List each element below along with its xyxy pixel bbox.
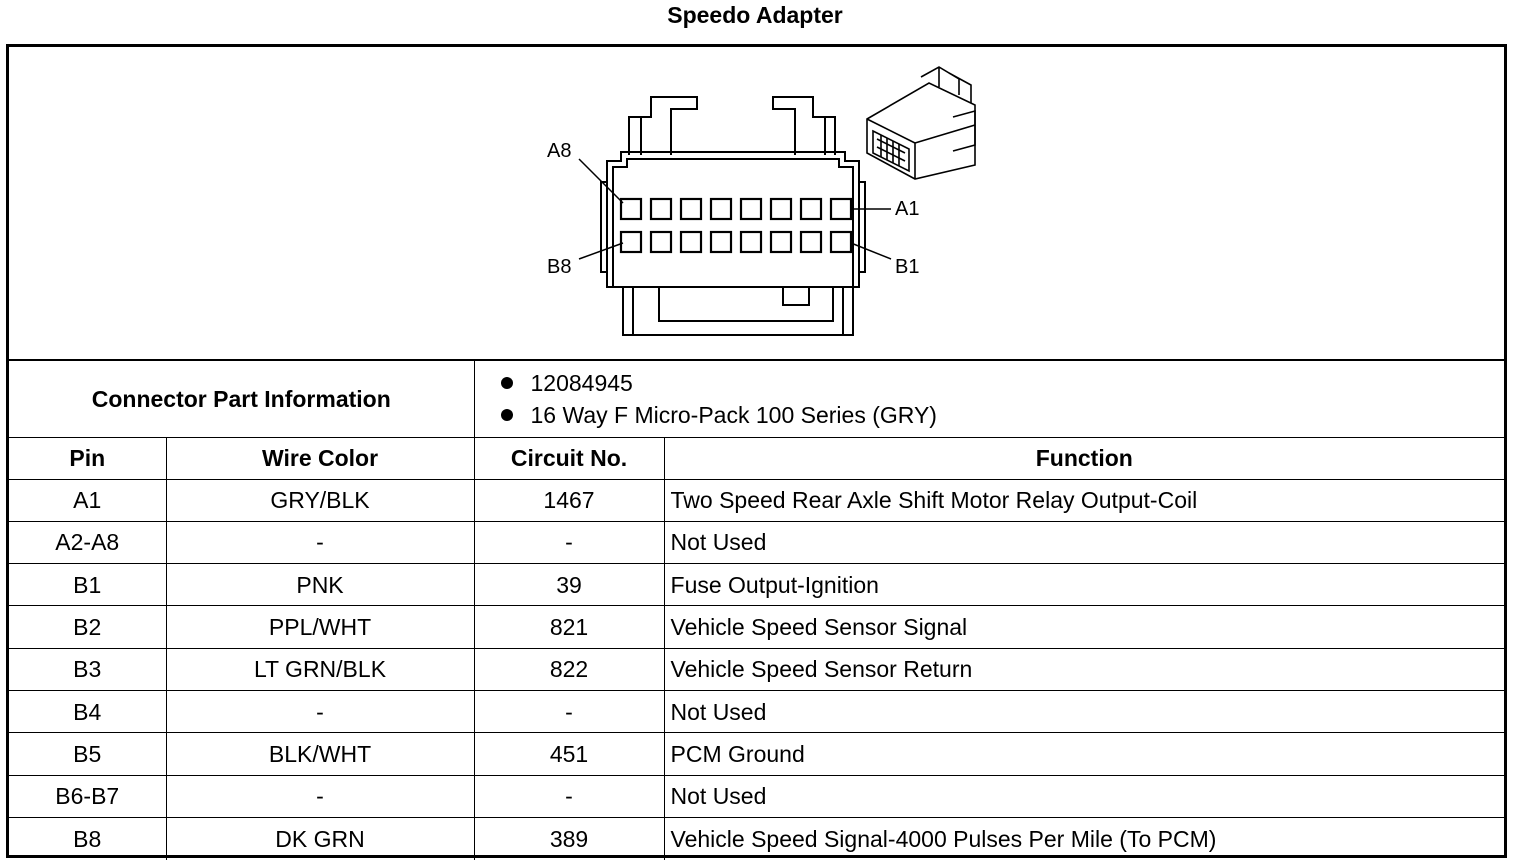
wire-color-cell: GRY/BLK [166, 479, 475, 522]
connector-info-label: Connector Part Information [9, 361, 475, 438]
connector-info-cell: 12084945 16 Way F Micro-Pack 100 Series … [474, 361, 1505, 438]
pin-cell: B4 [9, 690, 167, 734]
table-row: A2-A8 - - Not Used [9, 521, 1505, 565]
wire-color-cell: - [166, 775, 475, 818]
header-pin: Pin [9, 437, 167, 480]
circuit-cell: 1467 [474, 479, 665, 522]
table-row: B2 PPL/WHT 821 Vehicle Speed Sensor Sign… [9, 605, 1505, 649]
pin-cell: B5 [9, 732, 167, 776]
table-row: B6-B7 - - Not Used [9, 775, 1505, 818]
header-function: Function [664, 437, 1505, 480]
connector-latches [628, 96, 836, 155]
connector-isometric-illustration [866, 66, 976, 180]
header-circuit-no: Circuit No. [474, 437, 665, 480]
connector-sheet: A8 A1 B8 B1 Connector Part Informatio [6, 44, 1507, 860]
pin-cell: A2-A8 [9, 521, 167, 565]
circuit-cell: 451 [474, 732, 665, 776]
connector-description: 16 Way F Micro-Pack 100 Series (GRY) [499, 399, 1505, 431]
function-cell: Vehicle Speed Sensor Return [664, 648, 1505, 691]
function-cell: Vehicle Speed Signal-4000 Pulses Per Mil… [670, 825, 1217, 852]
wire-color-cell: PPL/WHT [166, 605, 475, 649]
connector-info-list: 12084945 16 Way F Micro-Pack 100 Series … [475, 367, 1505, 431]
wire-color-cell: BLK/WHT [166, 732, 475, 776]
pin-label-b8: B8 [547, 256, 571, 278]
pin-cell: B8 [9, 817, 167, 860]
pin-cell: B6-B7 [9, 775, 167, 818]
function-cell: Two Speed Rear Axle Shift Motor Relay Ou… [664, 479, 1505, 522]
table-row: B8 DK GRN 389 Vehicle Speed Signal-4000 … [9, 817, 1504, 860]
table-row: A1 GRY/BLK 1467 Two Speed Rear Axle Shif… [9, 479, 1505, 522]
table-row: B1 PNK 39 Fuse Output-Ignition [9, 563, 1505, 607]
function-cell: PCM Ground [664, 732, 1505, 776]
connector-face-diagram: A8 A1 B8 B1 [547, 66, 976, 336]
pin-cell: B1 [9, 563, 167, 607]
connector-body [600, 151, 866, 336]
connector-info-row: Connector Part Information 12084945 16 W… [9, 361, 1505, 438]
circuit-cell: 822 [474, 648, 665, 691]
function-cell: Not Used [664, 521, 1505, 565]
wire-color-cell: PNK [166, 563, 475, 607]
table-header-row: Pin Wire Color Circuit No. Function [9, 437, 1505, 480]
circuit-cell: - [474, 690, 665, 734]
circuit-cell: 389 [474, 817, 665, 860]
pin-cell: B3 [9, 648, 167, 691]
pin-cell: A1 [9, 479, 167, 522]
pin-label-b1: B1 [895, 256, 919, 278]
circuit-cell: - [474, 521, 665, 565]
circuit-cell: 821 [474, 605, 665, 649]
pin-leader-lines [578, 158, 892, 260]
pin-label-a1: A1 [895, 198, 919, 220]
circuit-cell: - [474, 775, 665, 818]
connector-part-number: 12084945 [499, 367, 1505, 399]
pin-cavities [619, 197, 853, 254]
connector-diagram-area: A8 A1 B8 B1 [9, 47, 1504, 361]
wire-color-cell: - [166, 521, 475, 565]
table-row: B4 - - Not Used [9, 690, 1505, 734]
function-cell: Not Used [664, 775, 1505, 818]
function-cell: Not Used [664, 690, 1505, 734]
header-wire-color: Wire Color [166, 437, 475, 480]
wire-color-cell: - [166, 690, 475, 734]
table-row: B3 LT GRN/BLK 822 Vehicle Speed Sensor R… [9, 648, 1505, 691]
circuit-cell: 39 [474, 563, 665, 607]
page-title: Speedo Adapter [667, 2, 843, 28]
wire-color-cell: LT GRN/BLK [166, 648, 475, 691]
pin-cell: B2 [9, 605, 167, 649]
connector-pinout-table: Connector Part Information 12084945 16 W… [9, 361, 1505, 860]
function-cell: Fuse Output-Ignition [664, 563, 1505, 607]
wire-color-cell: DK GRN [166, 817, 475, 860]
table-row: B5 BLK/WHT 451 PCM Ground [9, 732, 1505, 776]
function-cell: Vehicle Speed Sensor Signal [664, 605, 1505, 649]
pin-label-a8: A8 [547, 140, 571, 162]
